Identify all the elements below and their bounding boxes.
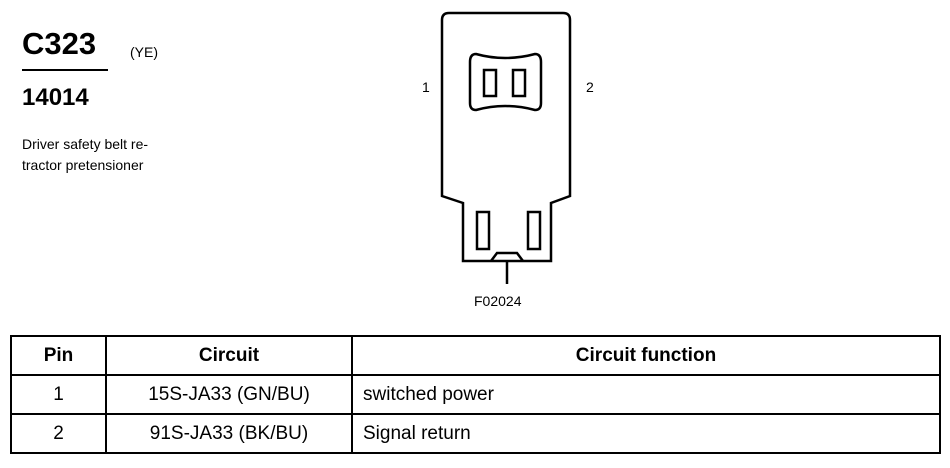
figure-code: F02024 bbox=[474, 293, 522, 309]
locking-slot-right bbox=[526, 210, 542, 251]
component-description: Driver safety belt re- tractor pretensio… bbox=[22, 136, 149, 173]
connector-face-diagram bbox=[440, 11, 572, 284]
connector-housing-outline bbox=[440, 11, 572, 263]
cell-circuit-function: switched power bbox=[351, 374, 941, 415]
connector-latch bbox=[468, 52, 543, 112]
pinout-table: Pin Circuit Circuit function 1 15S-JA33 … bbox=[10, 335, 941, 454]
table-row: 1 15S-JA33 (GN/BU) switched power bbox=[10, 374, 941, 415]
connector-color-code: (YE) bbox=[130, 44, 158, 60]
table-row: 2 91S-JA33 (BK/BU) Signal return bbox=[10, 413, 941, 454]
pin-cavity-2 bbox=[511, 68, 527, 98]
header-circuit-function: Circuit function bbox=[351, 335, 941, 376]
cell-circuit: 15S-JA33 (GN/BU) bbox=[105, 374, 353, 415]
cell-circuit: 91S-JA33 (BK/BU) bbox=[105, 413, 353, 454]
cell-pin: 1 bbox=[10, 374, 107, 415]
cell-circuit-function: Signal return bbox=[351, 413, 941, 454]
header-circuit: Circuit bbox=[105, 335, 353, 376]
cell-pin: 2 bbox=[10, 413, 107, 454]
connector-id: C323 bbox=[22, 26, 97, 61]
pin-2-label: 2 bbox=[586, 79, 594, 95]
table-header-row: Pin Circuit Circuit function bbox=[10, 335, 941, 376]
header-pin: Pin bbox=[10, 335, 107, 376]
part-number: 14014 bbox=[22, 84, 89, 111]
title-underline bbox=[22, 69, 108, 71]
locking-slot-left bbox=[475, 210, 491, 251]
keying-notch bbox=[490, 251, 524, 262]
pin-1-label: 1 bbox=[422, 79, 430, 95]
pin-cavity-1 bbox=[482, 68, 498, 98]
